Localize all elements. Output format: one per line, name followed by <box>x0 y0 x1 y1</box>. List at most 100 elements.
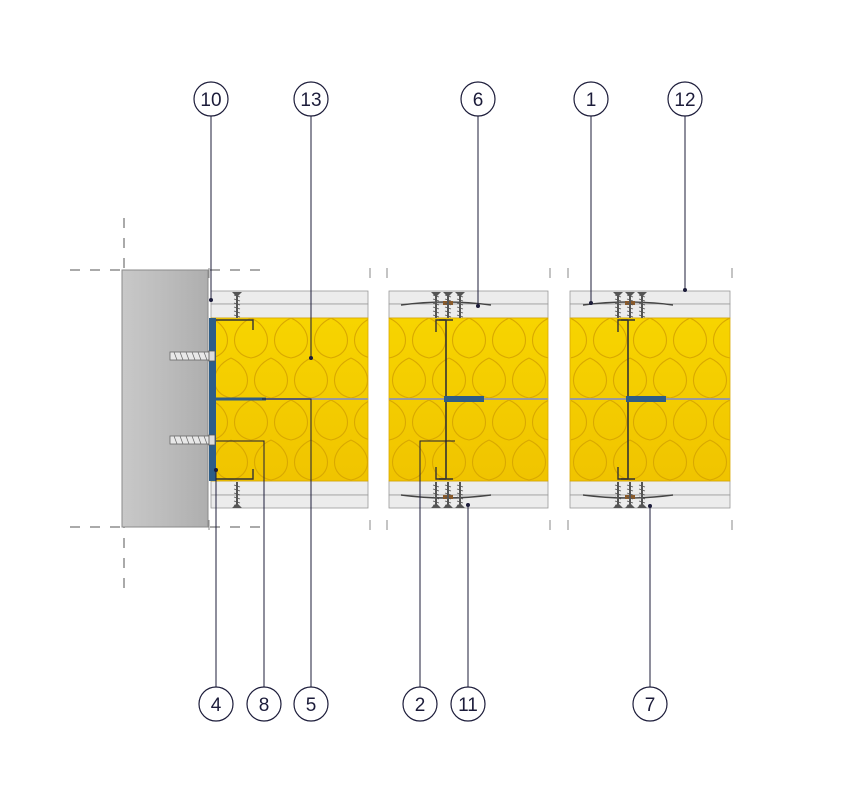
screw-thread <box>626 484 634 488</box>
screw <box>443 482 453 508</box>
wool-loop <box>274 318 308 359</box>
wool-loop <box>212 318 228 359</box>
screw-thread <box>638 306 646 310</box>
screw-head <box>232 503 242 508</box>
screw-thread <box>614 488 622 492</box>
screw-thread <box>626 492 634 496</box>
board-top-inner <box>569 303 731 319</box>
screw-thread <box>614 496 622 500</box>
callout-number: 8 <box>259 695 270 716</box>
callout-10: 10 <box>193 81 229 302</box>
screw-head <box>625 503 635 508</box>
screw-thread <box>626 500 634 504</box>
anchor-rib <box>185 435 190 445</box>
callout-number: 12 <box>674 90 695 111</box>
wool-loop <box>274 399 308 441</box>
screw-thread <box>638 484 646 488</box>
screw-thread <box>432 484 440 488</box>
callout-leader <box>262 398 312 687</box>
callout-12: 12 <box>667 81 703 292</box>
anchor-rib <box>197 435 202 445</box>
board-top-inner <box>388 303 549 319</box>
wool-loop <box>412 399 446 441</box>
wall-anchor <box>169 434 216 446</box>
wool-loop <box>492 318 526 359</box>
callout-dot <box>466 503 470 507</box>
screw-thread <box>233 314 241 318</box>
screw-thread <box>614 500 622 504</box>
screw-head <box>443 503 453 508</box>
wool-loop <box>734 358 767 398</box>
callout-number: 13 <box>300 90 321 111</box>
anchor-rib <box>203 435 208 445</box>
callout-dot <box>309 356 313 360</box>
callout-number: 6 <box>473 90 484 111</box>
mid-connector <box>626 396 666 402</box>
screw-thread <box>638 500 646 504</box>
screw-thread <box>432 500 440 504</box>
wool-loop <box>653 439 687 481</box>
screw-thread <box>432 310 440 314</box>
screw-thread <box>614 298 622 302</box>
screw <box>443 292 453 318</box>
screw <box>625 292 635 318</box>
screw-head <box>637 503 647 508</box>
screw-thread <box>444 298 452 302</box>
wool-loop <box>412 318 446 359</box>
screw-thread <box>614 310 622 314</box>
insulation-pattern <box>571 318 807 481</box>
callout-number: 4 <box>211 695 222 716</box>
screw-thread <box>456 298 464 302</box>
screw-thread <box>233 302 241 306</box>
callout-number: 10 <box>200 90 221 111</box>
wool-loop <box>314 318 348 359</box>
screw-thread <box>614 302 622 306</box>
wool-loop <box>392 439 426 481</box>
anchor-rib <box>173 351 178 361</box>
screw-thread <box>233 484 241 488</box>
wool-loop <box>512 439 546 481</box>
anchor-rib <box>173 435 178 445</box>
screw-thread <box>626 310 634 314</box>
callout-number: 11 <box>458 695 478 716</box>
wool-loop <box>573 439 607 481</box>
callout-dot <box>209 298 213 302</box>
screw-thread <box>456 302 464 306</box>
screw <box>613 482 623 508</box>
screw-thread <box>626 496 634 500</box>
screw-thread <box>444 488 452 492</box>
wool-loop <box>389 399 406 441</box>
wool-loop <box>212 399 228 441</box>
anchor-rib <box>203 351 208 361</box>
screw-thread <box>444 492 452 496</box>
callout-circle <box>667 81 703 117</box>
wool-loop <box>774 358 807 398</box>
insulation-pattern <box>212 318 368 481</box>
wool-loop <box>354 319 368 358</box>
wool-loop <box>532 318 548 359</box>
screw-thread <box>444 484 452 488</box>
anchor-rib <box>179 435 184 445</box>
screw-head <box>431 292 441 297</box>
wool-loop <box>734 440 767 480</box>
callout-7: 7 <box>632 504 668 722</box>
screw-head <box>431 503 441 508</box>
callout-1: 1 <box>573 81 609 305</box>
wool-loop <box>432 439 466 481</box>
callout-number: 2 <box>415 695 426 716</box>
wool-loop <box>214 439 248 481</box>
screw-thread <box>432 306 440 310</box>
screw-thread <box>444 310 452 314</box>
screw-thread <box>638 492 646 496</box>
screw <box>637 292 647 318</box>
callout-dot <box>214 468 218 472</box>
screw-thread <box>456 500 464 504</box>
callout-circle <box>402 686 438 722</box>
wool-loop <box>754 318 787 358</box>
wool-loop <box>774 440 807 480</box>
screw-thread <box>432 314 440 318</box>
screw-thread <box>444 302 452 306</box>
screw-thread <box>626 488 634 492</box>
screw-thread <box>233 492 241 496</box>
